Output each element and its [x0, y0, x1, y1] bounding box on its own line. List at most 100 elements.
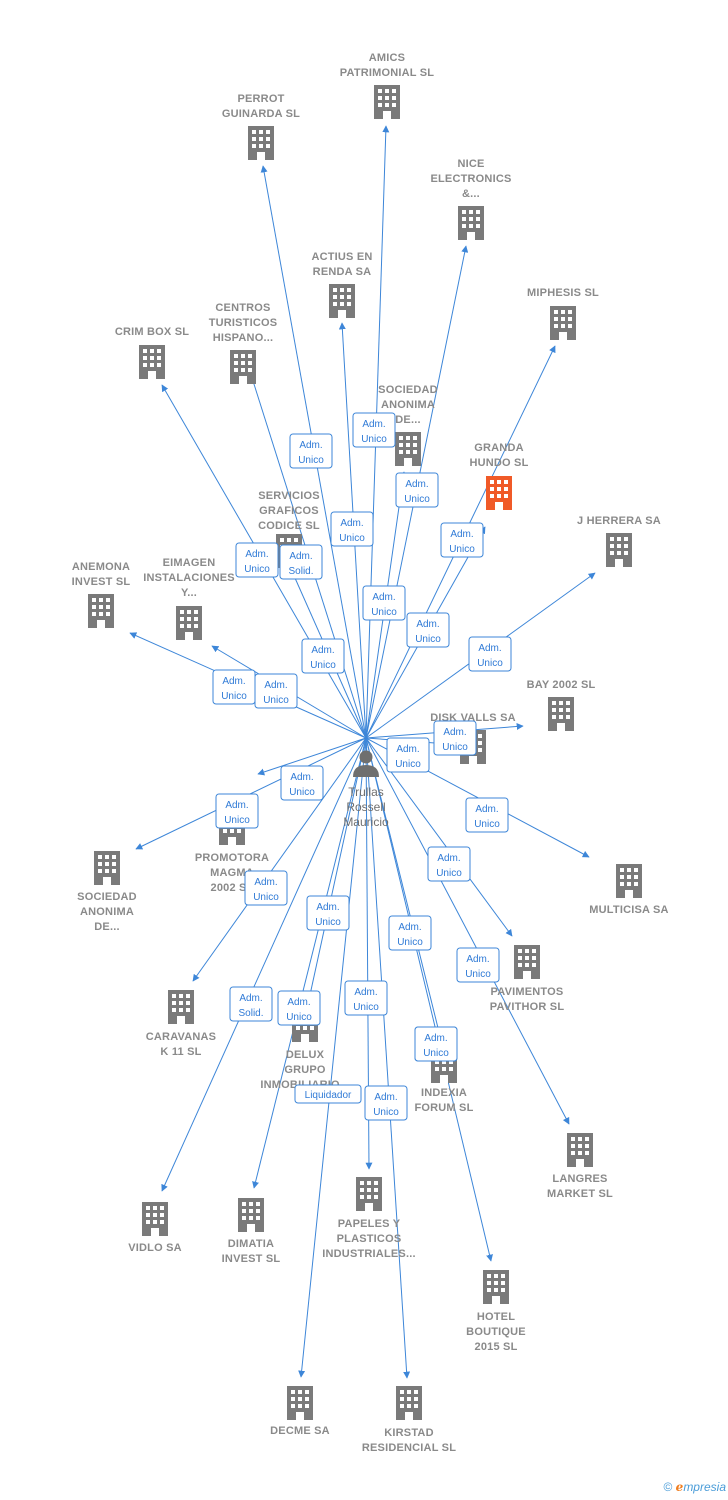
role-badge-amics[interactable]: Adm.Unico — [352, 412, 396, 448]
role-text-line: Unico — [397, 937, 423, 948]
role-badge-miphesis[interactable]: Adm.Unico — [440, 522, 484, 558]
role-badge-vidlo[interactable]: Adm.Solid. — [229, 986, 273, 1022]
company-node-miphesis[interactable]: MIPHESIS SL — [527, 287, 599, 340]
company-label-line: PERROT — [237, 93, 284, 105]
role-badge-indexia2[interactable]: Adm.Unico — [414, 1026, 458, 1062]
role-badge-langres[interactable]: Adm.Unico — [456, 947, 500, 983]
role-text-line: Unico — [423, 1048, 449, 1059]
company-label-line: RENDA SA — [313, 266, 372, 278]
role-text: Adm.Unico — [442, 727, 468, 753]
role-badge-sociedad1[interactable]: Adm.Unico — [362, 585, 406, 621]
company-label-line: VIDLO SA — [128, 1242, 182, 1254]
company-node-vidlo[interactable]: VIDLO SA — [128, 1202, 182, 1254]
role-badge-diskvalls[interactable]: Adm.Unico — [386, 737, 430, 773]
role-badge-actius[interactable]: Adm.Unico — [330, 511, 374, 547]
role-box — [235, 542, 279, 578]
role-badge-papeles[interactable]: Adm.Unico — [344, 980, 388, 1016]
company-node-crimbox[interactable]: CRIM BOX SL — [115, 326, 189, 379]
role-badge-eimagen[interactable]: Adm.Unico — [254, 673, 298, 709]
company-label-line: K 11 SL — [160, 1046, 201, 1058]
role-text: Adm.Unico — [315, 902, 341, 928]
role-text-line: Unico — [395, 759, 421, 770]
company-node-multicisa[interactable]: MULTICISA SA — [589, 864, 669, 916]
role-badge-promotora[interactable]: Adm.Unico — [280, 765, 324, 801]
footer-brand[interactable]: © empresia — [663, 1480, 726, 1494]
role-text-line: Adm. — [222, 676, 245, 687]
role-badge-crimbox[interactable]: Adm.Unico — [212, 669, 256, 705]
edge-vidlo — [161, 737, 367, 1192]
role-badge-caravanas[interactable]: Adm.Unico — [244, 870, 288, 906]
company-node-bay2002[interactable]: BAY 2002 SL — [527, 679, 596, 731]
company-label-line: 2015 SL — [475, 1341, 518, 1353]
building-icon — [139, 345, 165, 379]
role-badge-servicios[interactable]: Adm. Solid. — [279, 544, 323, 580]
role-badge-multicisa[interactable]: Adm.Unico — [465, 797, 509, 833]
role-box — [294, 1084, 362, 1104]
edge-promotora — [257, 737, 367, 776]
role-badge-centros[interactable]: Adm.Unico — [235, 542, 279, 578]
company-label-line: EIMAGEN — [163, 557, 216, 569]
role-box — [254, 673, 298, 709]
company-label-line: NICE — [457, 158, 484, 170]
role-badge-jherrera[interactable]: Adm.Unico — [468, 636, 512, 672]
person-icon-head — [359, 750, 373, 764]
role-badge-anemona[interactable]: Adm.Unico — [301, 638, 345, 674]
role-text-line: Adm. — [398, 922, 421, 933]
role-text-line: Adm. — [289, 551, 312, 562]
company-label-line: INVEST SL — [222, 1253, 281, 1265]
building-icon — [88, 594, 114, 628]
role-box — [433, 720, 477, 756]
role-badge-pavimentos[interactable]: Adm.Unico — [427, 846, 471, 882]
role-text-line: Unico — [286, 1012, 312, 1023]
role-box — [362, 585, 406, 621]
role-badge-kirstad[interactable]: Adm.Unico — [364, 1085, 408, 1121]
role-text-line: Unico — [474, 819, 500, 830]
company-node-jherrera[interactable]: J HERRERA SA — [577, 515, 661, 567]
role-badge-indexia[interactable]: Adm. Unico — [388, 915, 432, 951]
building-icon — [483, 1270, 509, 1304]
company-node-decme[interactable]: DECME SA — [270, 1386, 330, 1437]
company-label: MIPHESIS SL — [527, 287, 599, 299]
role-text: Adm.Unico — [339, 518, 365, 544]
role-badge-sociedad2[interactable]: Adm.Unico — [215, 793, 259, 829]
role-text: Adm.Unico — [253, 877, 279, 903]
company-label: VIDLO SA — [128, 1242, 182, 1254]
role-badge-perrot[interactable]: Adm.Unico — [289, 433, 333, 469]
role-badge-bay2002[interactable]: Adm.Unico — [433, 720, 477, 756]
building-icon — [567, 1133, 593, 1167]
role-badge-nice[interactable]: Adm.Unico — [395, 472, 439, 508]
role-badge-dimatia[interactable]: Adm.Unico — [277, 990, 321, 1026]
role-text-line: Solid. — [288, 566, 313, 577]
role-badge-decme[interactable]: Liquidador — [294, 1084, 362, 1104]
role-badge-delux[interactable]: Adm.Unico — [306, 895, 350, 931]
role-text-line: Adm. — [299, 440, 322, 451]
role-badge-granda[interactable]: Adm.Unico — [406, 612, 450, 648]
